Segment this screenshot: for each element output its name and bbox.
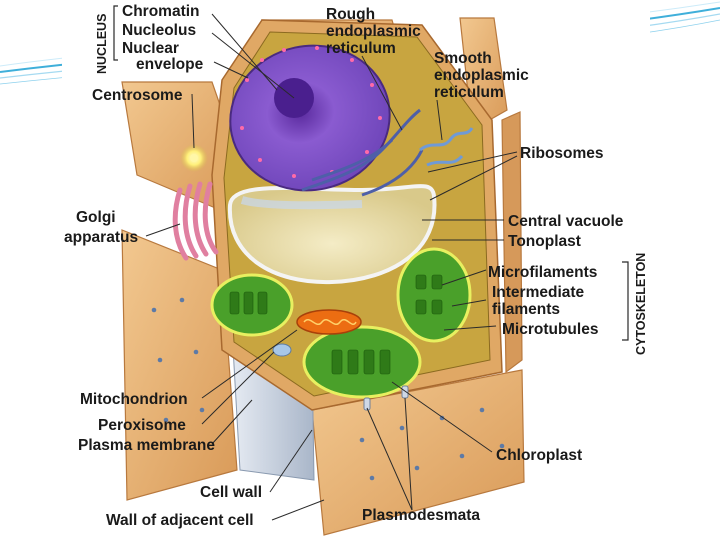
group-brackets (113, 5, 629, 341)
label-tonoplast: Tonoplast (508, 233, 581, 250)
label-golgi-2: apparatus (64, 229, 138, 246)
label-ribosomes: Ribosomes (520, 145, 604, 162)
label-intermediate-1: Intermediate (492, 284, 585, 301)
label-plasmodesmata: Plasmodesmata (362, 507, 480, 524)
label-smooth-er-2: endoplasmic (434, 67, 529, 84)
label-rough-er-2: endoplasmic (326, 23, 421, 40)
label-rough-er-3: reticulum (326, 40, 396, 57)
plant-cell-figure: NUCLEUS CYTOSKELETON Chromatin Nucleolus… (62, 0, 650, 540)
plant-cell-diagram: NUCLEUS CYTOSKELETON Chromatin Nucleolus… (64, 3, 648, 536)
label-cell-wall: Cell wall (200, 484, 262, 501)
label-nuclear-envelope-2: envelope (136, 56, 204, 73)
leader-lines (145, 13, 518, 521)
label-wall-adjacent-cell: Wall of adjacent cell (106, 512, 254, 529)
golgi-apparatus (172, 181, 219, 261)
label-nucleolus: Nucleolus (122, 22, 196, 39)
mitochondrion (296, 309, 362, 335)
label-microtubules: Microtubules (502, 321, 598, 338)
label-plasma-membrane: Plasma membrane (78, 437, 215, 454)
label-chloroplast: Chloroplast (496, 447, 582, 464)
label-mitochondrion: Mitochondrion (80, 391, 188, 408)
centrosome (180, 144, 208, 172)
label-centrosome: Centrosome (92, 87, 183, 104)
label-chromatin: Chromatin (122, 3, 200, 20)
nucleus-group-label: NUCLEUS (95, 14, 109, 74)
peroxisome (272, 343, 292, 357)
endoplasmic-reticulum (301, 108, 474, 197)
chloroplasts (210, 247, 472, 399)
label-smooth-er-1: Smooth (434, 50, 492, 67)
central-vacuole (227, 184, 437, 285)
label-golgi-1: Golgi (76, 209, 116, 226)
label-peroxisome: Peroxisome (98, 417, 186, 434)
wall-dots (151, 297, 505, 481)
label-intermediate-2: filaments (492, 301, 560, 318)
label-central-vacuole: Central vacuole (508, 213, 624, 230)
cytoskeleton-group-label: CYTOSKELETON (634, 253, 648, 355)
label-nuclear-envelope-1: Nuclear (122, 40, 179, 57)
label-rough-er-1: Rough (326, 6, 375, 23)
label-microfilaments: Microfilaments (488, 264, 597, 281)
label-smooth-er-3: reticulum (434, 84, 504, 101)
